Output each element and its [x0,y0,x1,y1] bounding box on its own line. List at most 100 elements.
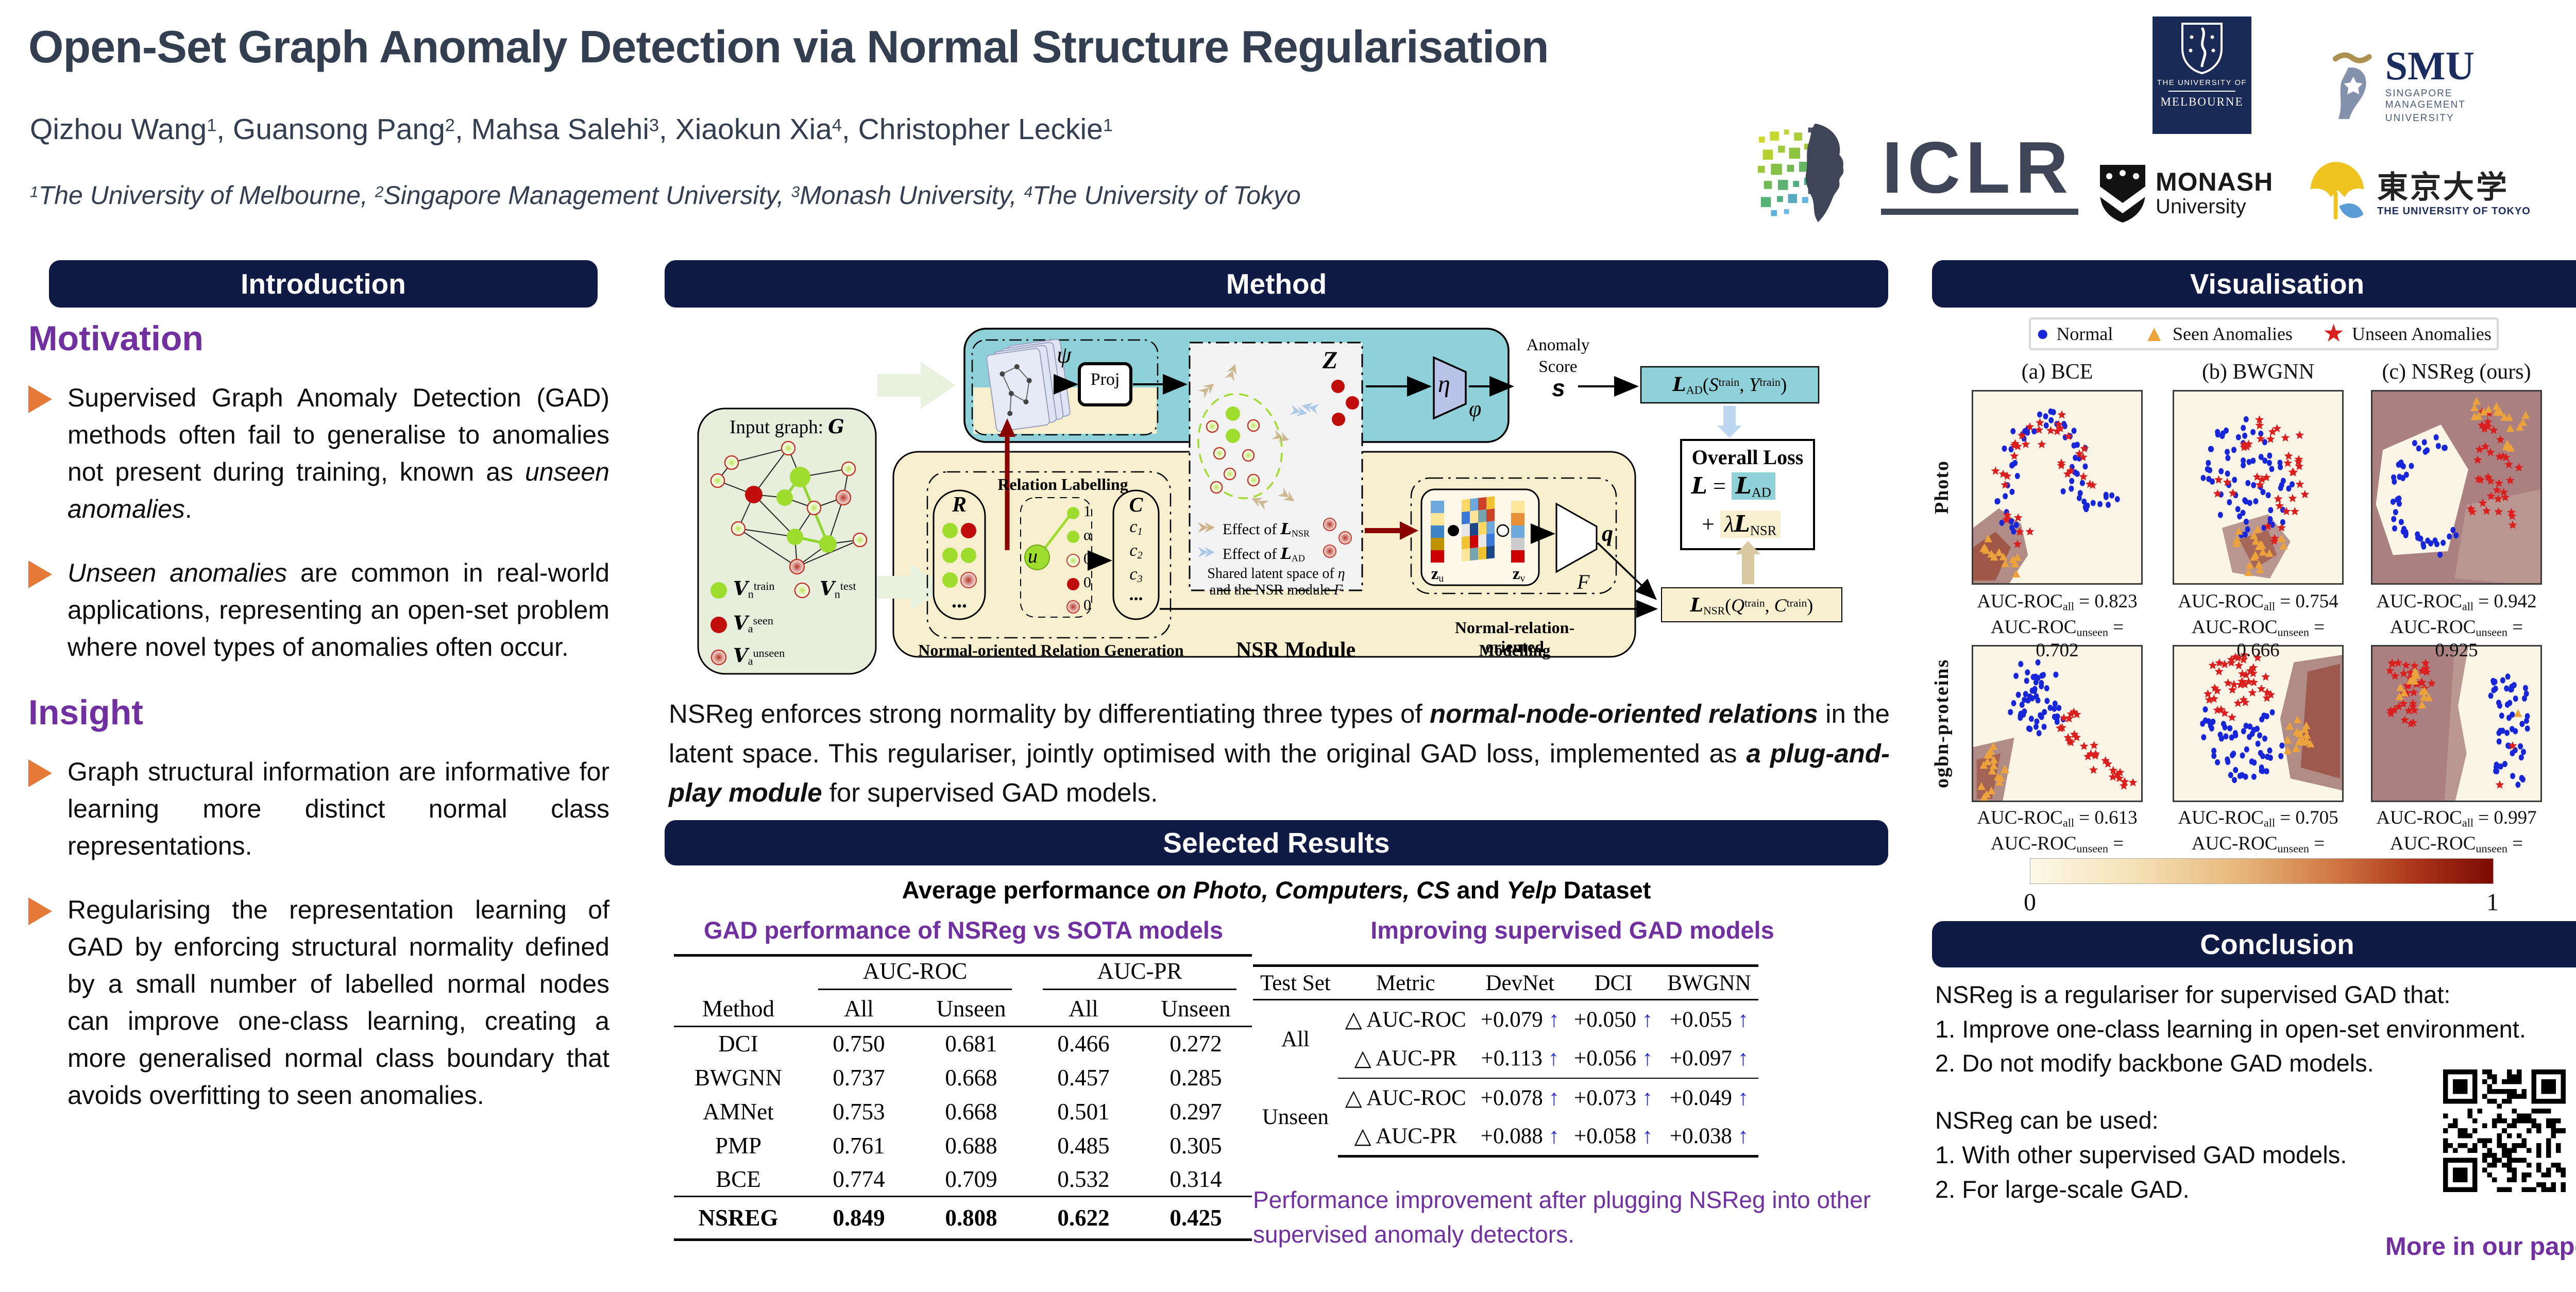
smu-figure-icon [2332,52,2372,120]
table-row: All △ AUC-ROC +0.079 ↑ +0.050 ↑ +0.055 ↑ [1253,1000,1758,1051]
conclusion-line: 1. With other supervised GAD models. [1935,1141,2347,1168]
plug-table-caption: Performance improvement after plugging N… [1253,1186,1871,1248]
conclusion-line: NSReg is a regulariser for supervised GA… [1935,981,2451,1008]
motivation-bullet-1: Supervised Graph Anomaly Detection (GAD)… [28,379,609,528]
relation-value-3: 0 [1083,550,1091,567]
monash-wordmark-sub: University [2156,195,2246,218]
test-set-unseen: Unseen [1262,1105,1329,1129]
plug-table: Test Set Metric DevNet DCI BWGNN All △ A… [1253,964,1758,1158]
relation-value-2: α [1083,526,1092,543]
legend-v-train: Vntrain [733,577,775,601]
overall-loss-title: Overall Loss [1691,446,1804,469]
loss-ad-label: LAD(Strain, Ytrain) [1672,373,1787,397]
anomaly-score-label-1: Anomaly [1526,336,1590,354]
conclusion-line: 2. For large-scale GAD. [1935,1175,2190,1203]
legend-v-test: Vntest [820,577,856,601]
tsne-plot-ogbn-bwgnn [2173,645,2344,802]
auc-caption: AUC-ROCunseen = 0.925 [2389,617,2523,661]
tsne-plot-ogbn-nsreg [2371,645,2542,802]
test-set-all: All [1281,1027,1310,1051]
bullet-arrow-icon [28,385,52,413]
phi-label: φ [1469,396,1482,421]
c2-label: c2 [1129,541,1143,562]
effect-ad-legend: Effect of LAD [1223,545,1305,564]
monash-wordmark: MONASH [2156,167,2274,196]
conclusion-line: 1. Improve one-class learning in open-se… [1935,1015,2526,1043]
auc-caption: AUC-ROCall = 0.997 [2376,807,2537,829]
motivation-bullet-1-text: Supervised Graph Anomaly Detection (GAD)… [67,383,609,523]
conclusion-line: NSReg can be used: [1935,1107,2159,1134]
section-header-conclusion: Conclusion [1932,921,2576,967]
u-node-label: u [1028,546,1038,567]
auc-caption: AUC-ROCunseen = 0.702 [1990,617,2124,661]
smu-name-line2: UNIVERSITY [2385,113,2454,124]
insight-bullet-1-text: Graph structural information are informa… [67,757,609,860]
tsne-plot-photo-bwgnn [2173,390,2344,585]
monash-logo: MONASH University [2098,152,2276,235]
row-label-ogbn-proteins: ogbn-proteins [1931,658,1953,789]
legend-normal: ●Normal [2036,322,2113,346]
conclusion-line: 2. Do not modify backbone GAD models. [1935,1049,2374,1077]
method-diagram-canvas [697,328,1842,675]
proj-label: Proj [1090,370,1120,389]
psi-label: ψ [1057,342,1072,368]
results-subtitle: Average performance on Photo, Computers,… [902,876,1651,904]
group-header-auc-roc: AUC-ROC [818,958,1012,991]
more-in-paper-label: More in our paper! [2385,1233,2576,1261]
melbourne-name: MELBOURNE [2160,95,2244,108]
iclr-logo: ICLR [1756,117,2096,228]
section-header-visualisation: Visualisation [1932,260,2576,308]
qr-code [2443,1069,2566,1192]
section-header-introduction: Introduction [49,260,598,308]
plug-table-caption-top: Improving supervised GAD models [1370,916,1774,944]
eta-label: η [1438,370,1450,398]
melbourne-divider [2168,91,2235,92]
bullet-arrow-icon [28,560,52,588]
legend-seen: ▲Seen Anomalies [2143,321,2293,346]
section-header-results: Selected Results [665,820,1888,865]
c-dots: ... [1129,584,1143,604]
tokyo-logo: 東京大学 THE UNIVERSITY OF TOKYO [2302,152,2539,235]
score-s-label: s [1552,375,1565,401]
group-header-auc-pr: AUC-PR [1043,958,1236,991]
tokyo-kanji-wordmark: 東京大学 [2377,169,2509,205]
introduction-column: Motivation Supervised Graph Anomaly Dete… [28,318,609,1141]
authors-line: Qizhou Wang1, Guansong Pang2, Mahsa Sale… [30,113,1113,146]
c1-label: c1 [1129,517,1143,538]
shared-latent-caption-2: and the NSR module F [1209,582,1343,598]
section-header-method: Method [665,260,1888,308]
tsne-plot-photo-bce [1972,390,2143,585]
auc-caption: AUC-ROCall = 0.754 [2178,591,2338,613]
insight-bullet-2-text: Regularising the representation learning… [67,895,609,1110]
smu-name-line1: SINGAPORE MANAGEMENT [2385,88,2466,110]
zv-label: zv [1512,565,1526,584]
smu-logo: SMU SINGAPORE MANAGEMENT UNIVERSITY [2325,41,2531,129]
method-diagram: Input graph: G Vntrain Vntest Vaseen Vau… [667,308,1888,675]
legend-v-seen: Vaseen [733,611,774,635]
overall-loss-line1: L = LAD [1691,472,1775,501]
modelling-caption-1: Normal-relation-oriented [1454,618,1575,656]
insight-bullet-2: Regularising the representation learning… [28,891,609,1114]
relation-generation-caption: Normal-oriented Relation Generation [918,641,1184,659]
sota-table: AUC-ROC AUC-PR Method All Unseen All Uns… [674,954,1252,1241]
monash-shield-icon [2100,165,2145,223]
colorbar-min-label: 0 [2024,889,2036,916]
scatter-legend: ●Normal ▲Seen Anomalies ★Unseen Anomalie… [2029,317,2499,350]
bullet-arrow-icon [28,897,52,925]
page-title: Open-Set Graph Anomaly Detection via Nor… [28,21,1549,72]
motivation-bullet-2-text: Unseen anomalies are common in real-worl… [67,558,610,661]
legend-unseen: ★Unseen Anomalies [2322,320,2492,347]
sota-column-header-row: Method All Unseen All Unseen [674,991,1252,1027]
q-label: q [1602,521,1613,546]
auc-caption: AUC-ROCall = 0.613 [1977,807,2138,829]
zu-label: zu [1431,565,1444,584]
col-title-bwgnn: (b) BWGNN [2201,360,2315,384]
conclusion-text: NSReg is a regulariser for supervised GA… [1935,978,2576,1206]
table-row: △ AUC-PR +0.088 ↑ +0.058 ↑ +0.038 ↑ [1253,1117,1758,1158]
relation-value-4: 0 [1083,574,1091,591]
